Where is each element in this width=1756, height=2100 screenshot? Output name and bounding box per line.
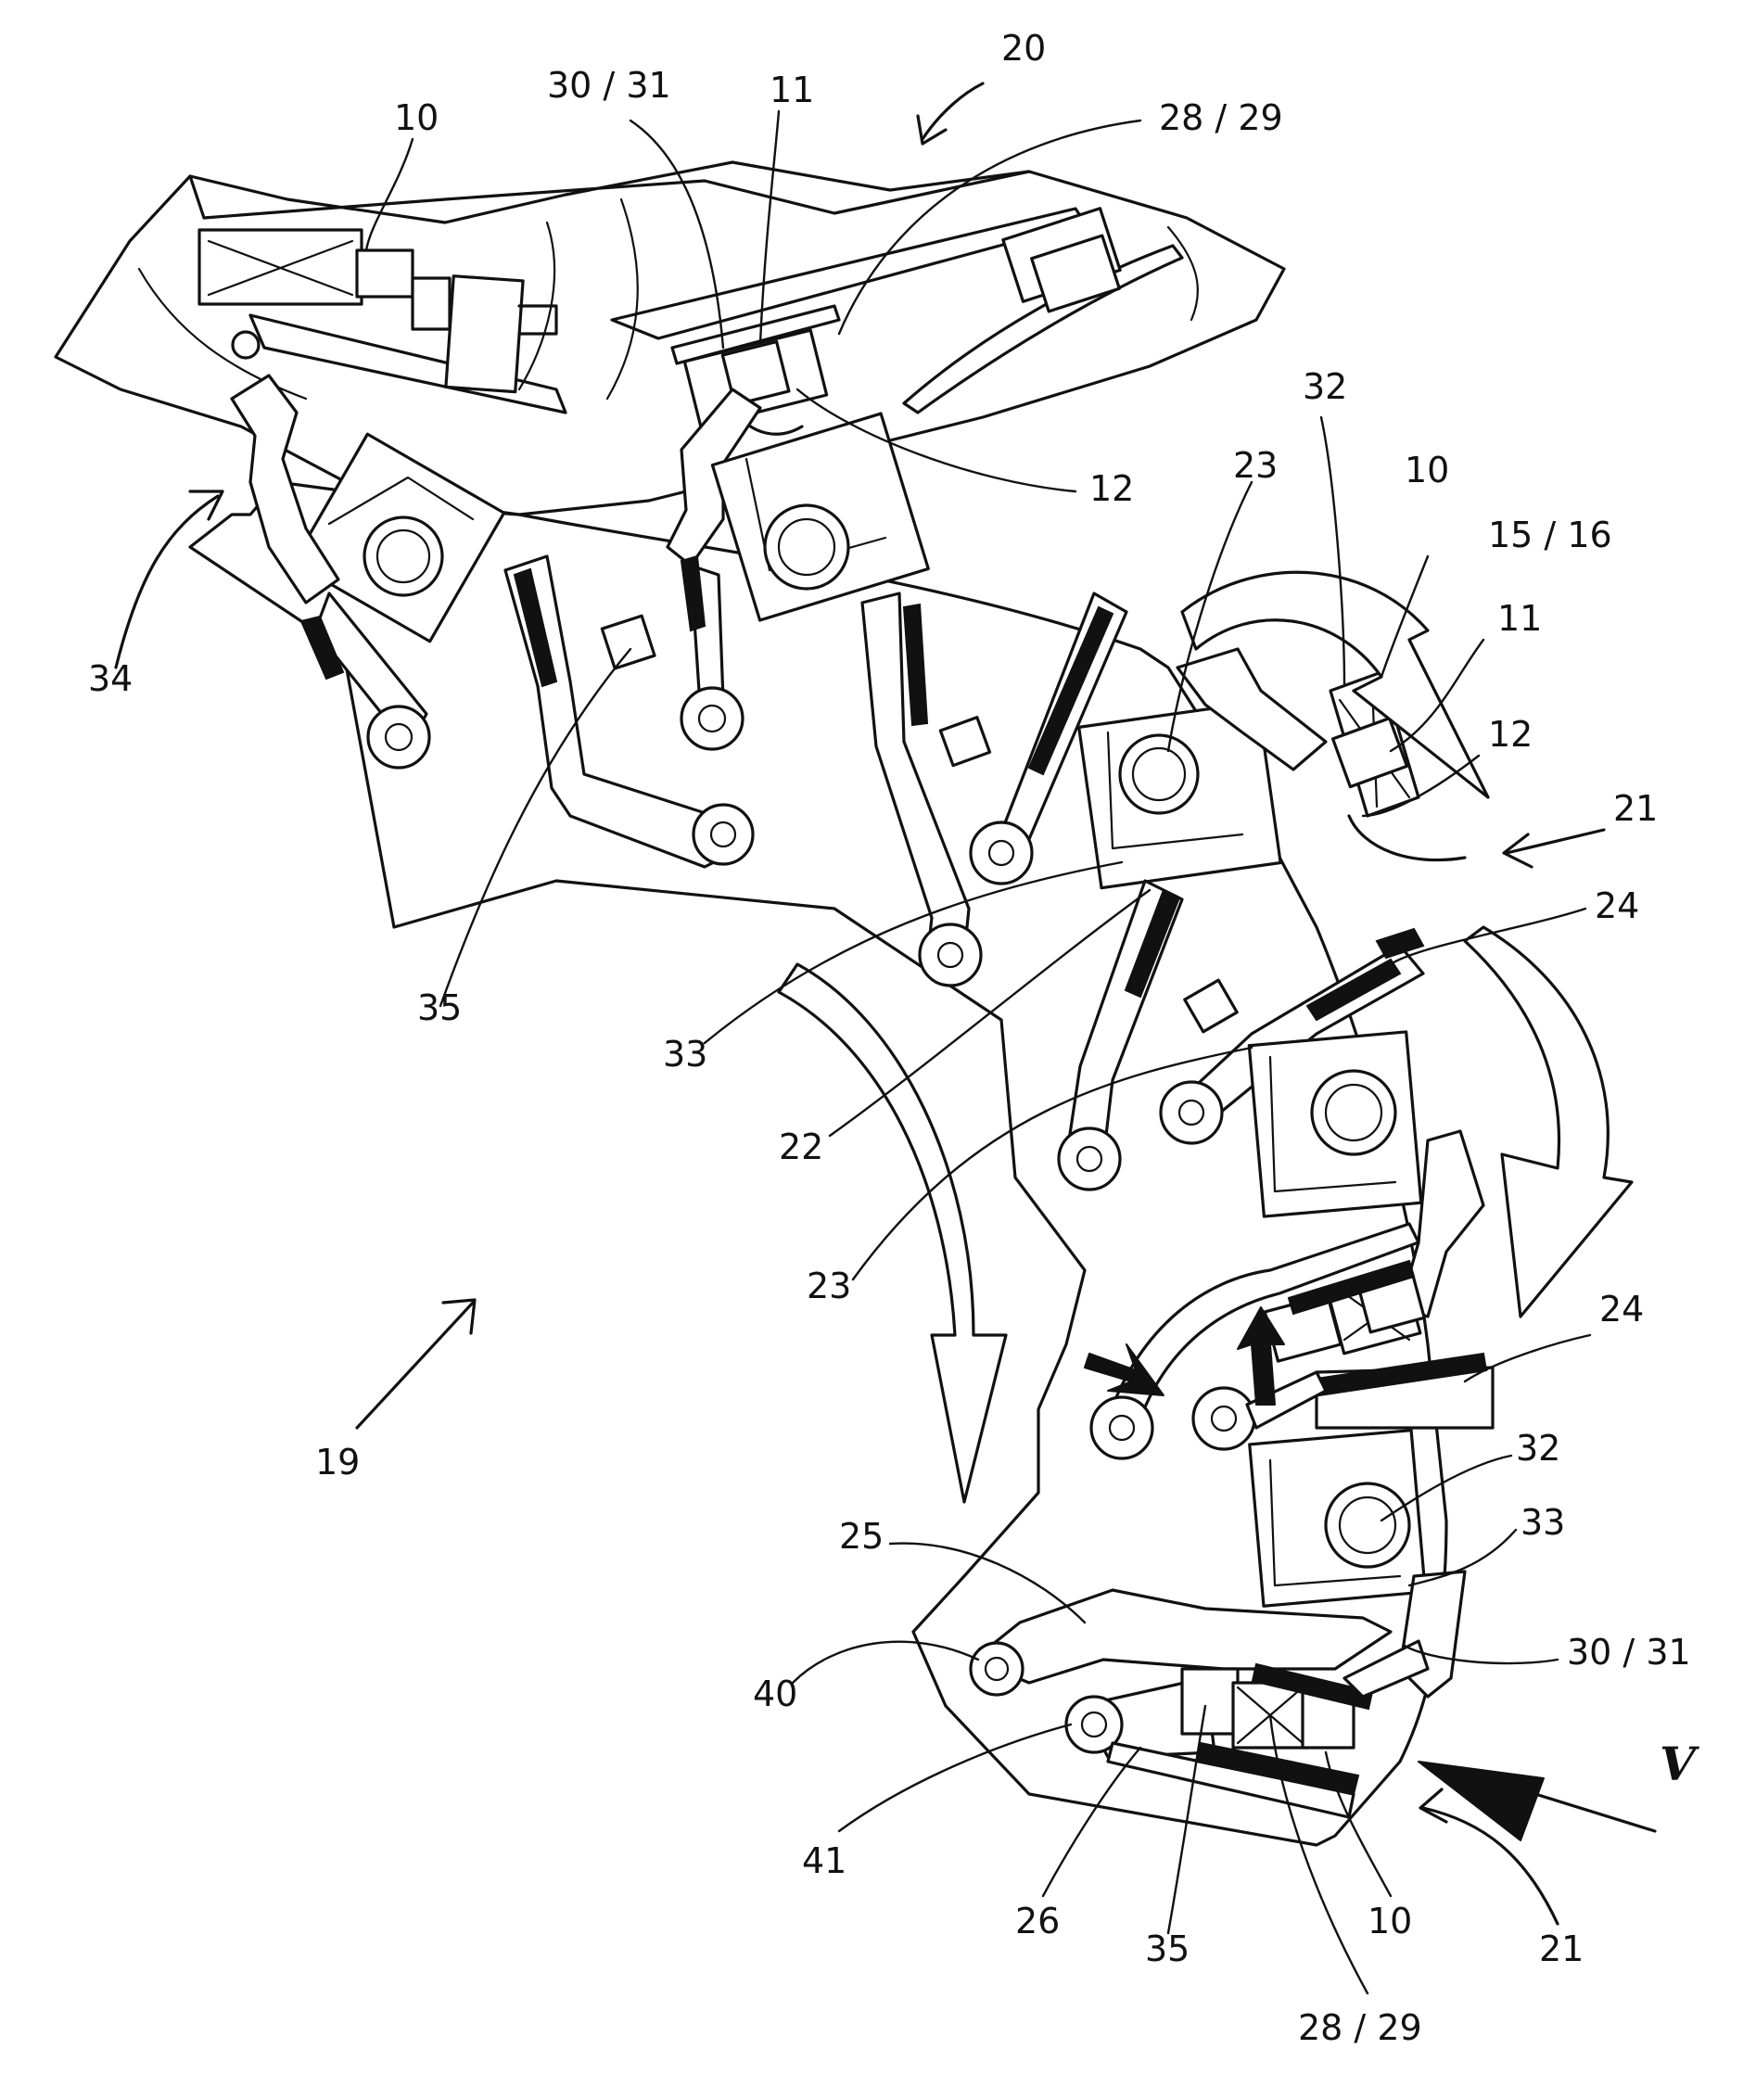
right-upper-rotor <box>1079 649 1326 888</box>
reference-labels: 20 30 / 31 11 28 / 29 10 12 32 23 10 15 … <box>88 28 1700 2048</box>
curved-arrow-center <box>779 964 1006 1502</box>
label-30-31-top: 30 / 31 <box>547 65 671 106</box>
label-12-top: 12 <box>1089 468 1134 509</box>
arrow-v <box>1521 1789 1655 1831</box>
label-10-lower: 10 <box>1368 1901 1412 1941</box>
label-33-lower: 33 <box>1521 1502 1565 1543</box>
label-22: 22 <box>779 1126 823 1167</box>
bottom-clamp <box>971 1590 1428 1817</box>
label-23-mid: 23 <box>807 1266 851 1306</box>
label-10-right: 10 <box>1405 450 1449 490</box>
label-35-lower: 35 <box>1145 1928 1190 1969</box>
upper-left-rotor <box>232 375 504 768</box>
arrow-20-head <box>918 116 946 144</box>
label-34: 34 <box>88 658 133 699</box>
label-25: 25 <box>839 1516 884 1557</box>
curved-arrow-right <box>1465 927 1632 1317</box>
arrow-34 <box>116 496 218 668</box>
label-26: 26 <box>1015 1901 1060 1941</box>
label-30-31-lower: 30 / 31 <box>1567 1632 1691 1673</box>
label-23-top: 23 <box>1233 445 1278 486</box>
arrow-20 <box>923 83 983 139</box>
label-11-right: 11 <box>1497 598 1542 639</box>
label-41: 41 <box>802 1840 846 1881</box>
label-21-right: 21 <box>1613 788 1658 829</box>
label-32-lower: 32 <box>1516 1428 1560 1469</box>
upper-left-clamp <box>199 230 556 392</box>
label-28-29-top: 28 / 29 <box>1159 97 1283 138</box>
arrow-v-head <box>1419 1762 1544 1840</box>
arrow-19 <box>357 1303 473 1428</box>
label-33-left: 33 <box>663 1034 707 1075</box>
label-15-16: 15 / 16 <box>1488 515 1612 555</box>
arrow-21-lower-head <box>1420 1789 1446 1822</box>
label-11-top: 11 <box>770 70 814 110</box>
label-19: 19 <box>315 1442 360 1483</box>
label-35-left: 35 <box>417 987 462 1028</box>
label-32-top: 32 <box>1303 366 1347 407</box>
label-40: 40 <box>753 1674 797 1714</box>
label-21-lower: 21 <box>1539 1928 1584 1969</box>
label-28-29-lower: 28 / 29 <box>1298 2007 1422 2048</box>
label-v: V <box>1660 1737 1700 1791</box>
middle-down-lever <box>862 593 990 986</box>
label-20: 20 <box>1001 28 1046 69</box>
label-24-upper: 24 <box>1595 885 1639 926</box>
label-12-right: 12 <box>1488 714 1533 755</box>
lever-22 <box>1059 881 1237 1190</box>
arrow-21-lower <box>1423 1808 1558 1924</box>
label-10-top: 10 <box>394 97 439 138</box>
label-24-lower: 24 <box>1599 1289 1644 1330</box>
